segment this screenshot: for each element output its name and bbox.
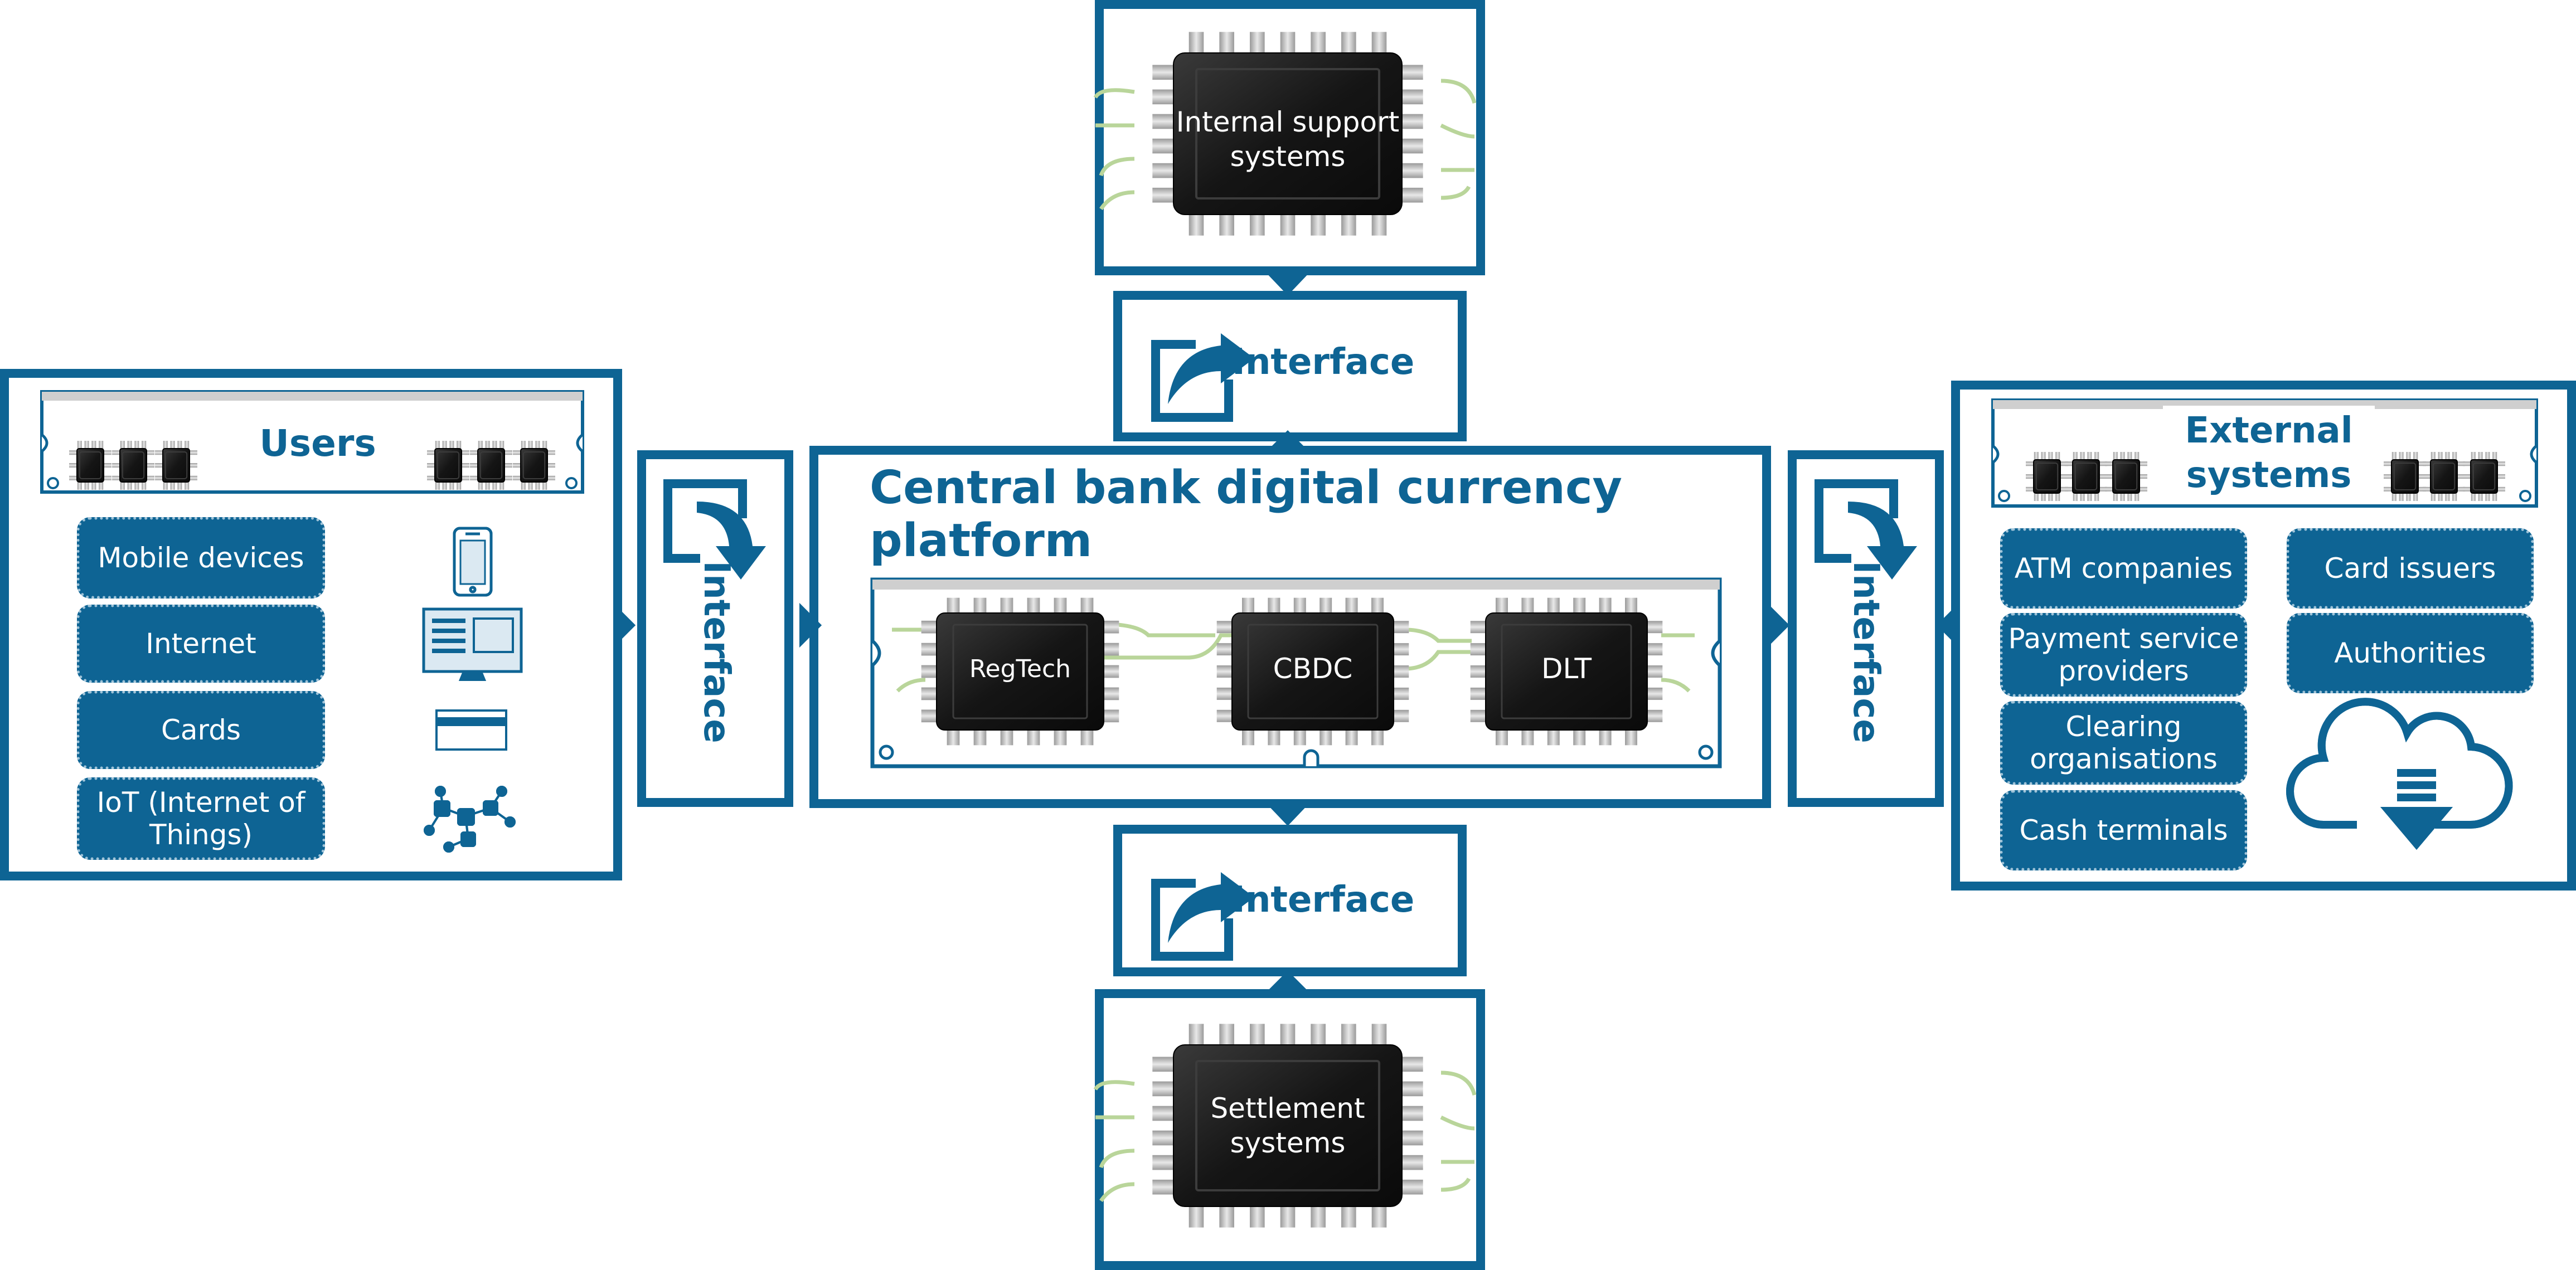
interface-top-label: Interface bbox=[1232, 342, 1415, 383]
users-item-iot[interactable]: IoT (Internet of Things) bbox=[77, 777, 325, 860]
chip-dlt-label: DLT bbox=[1541, 653, 1592, 685]
chip-cbdc-label: CBDC bbox=[1273, 653, 1353, 685]
interface-left-label: Interface bbox=[696, 561, 737, 743]
external-item-atm[interactable]: ATM companies bbox=[2000, 528, 2247, 609]
interface-bottom-label: Interface bbox=[1232, 879, 1415, 921]
external-title: External systems bbox=[2163, 406, 2375, 500]
users-item-internet[interactable]: Internet bbox=[77, 605, 325, 683]
users-title: Users bbox=[234, 415, 401, 471]
users-item-cards[interactable]: Cards bbox=[77, 691, 325, 769]
settlement-label: Settlement systems bbox=[1210, 1092, 1365, 1159]
users-item-mobile-devices[interactable]: Mobile devices bbox=[77, 517, 325, 598]
external-item-clearing[interactable]: Clearing organisations bbox=[2000, 701, 2247, 785]
chip-regtech-label: RegTech bbox=[969, 654, 1071, 683]
internal-support-label: Internal support systems bbox=[1176, 106, 1400, 173]
external-item-authorities[interactable]: Authorities bbox=[2287, 613, 2534, 693]
platform-title: Central bank digital currency platform bbox=[870, 461, 1622, 567]
interface-right-label: Interface bbox=[1845, 561, 1886, 743]
external-item-card-issuers[interactable]: Card issuers bbox=[2287, 528, 2534, 609]
external-item-psp[interactable]: Payment service providers bbox=[2000, 613, 2247, 697]
external-item-cash-terminals[interactable]: Cash terminals bbox=[2000, 790, 2247, 870]
